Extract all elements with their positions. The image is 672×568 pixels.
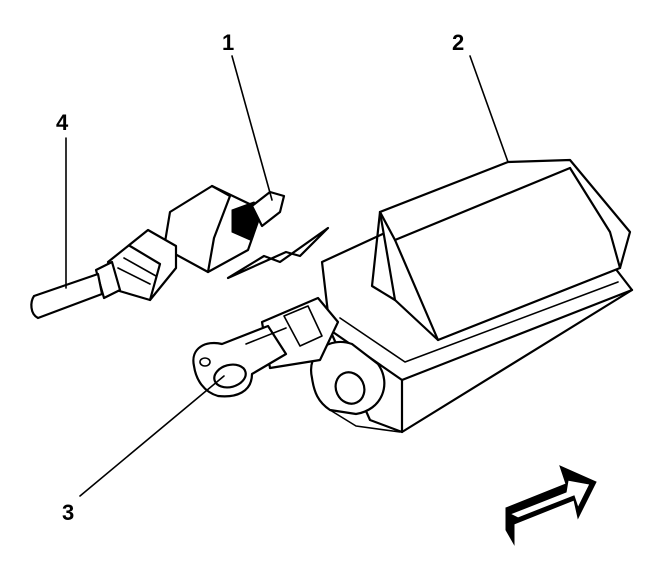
callout-2: 2	[452, 30, 464, 55]
leader-line-1	[231, 55, 273, 201]
callout-4: 4	[56, 110, 69, 135]
cable-connector	[30, 228, 178, 320]
forward-direction-arrow-icon	[505, 465, 597, 546]
leader-line-2	[469, 55, 509, 163]
leader-line-3	[79, 375, 225, 497]
sensor-head	[162, 184, 286, 274]
lever-link	[192, 296, 340, 398]
callout-1: 1	[222, 30, 234, 55]
callout-3: 3	[62, 500, 74, 525]
separation-break-line	[226, 226, 330, 280]
module-housing	[320, 158, 634, 434]
